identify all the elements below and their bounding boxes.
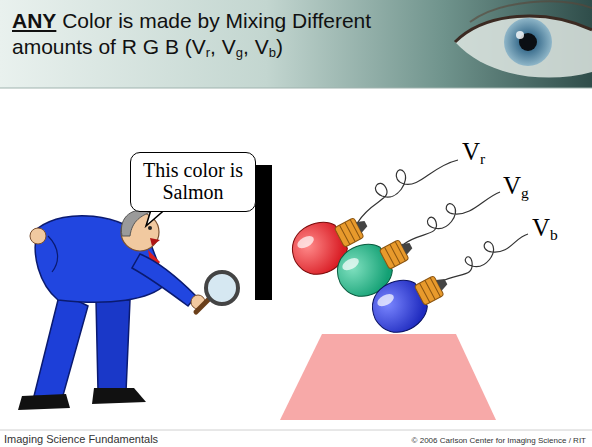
footer-text: Imaging Science Fundamentals bbox=[4, 433, 158, 445]
copyright-text: © 2006 Carlson Center for Imaging Scienc… bbox=[412, 436, 586, 445]
speech-bubble: This color is Salmon bbox=[130, 152, 256, 212]
footer-rule bbox=[0, 430, 592, 431]
bubble-text: This color is Salmon bbox=[137, 159, 249, 204]
title-band bbox=[0, 0, 592, 88]
voltage-label: Vg bbox=[503, 172, 529, 200]
blue-bulb bbox=[363, 259, 457, 341]
voltage-label: Vr bbox=[462, 138, 485, 166]
man-figure bbox=[18, 210, 238, 410]
slide-title: ANY Color is made by Mixing Different am… bbox=[12, 8, 452, 59]
salmon-patch bbox=[280, 334, 496, 420]
black-barrier bbox=[255, 165, 272, 300]
eye-photo bbox=[455, 1, 592, 77]
voltage-label: Vb bbox=[532, 214, 558, 242]
band-rule bbox=[0, 88, 592, 89]
emphasis: ANY bbox=[12, 9, 56, 32]
